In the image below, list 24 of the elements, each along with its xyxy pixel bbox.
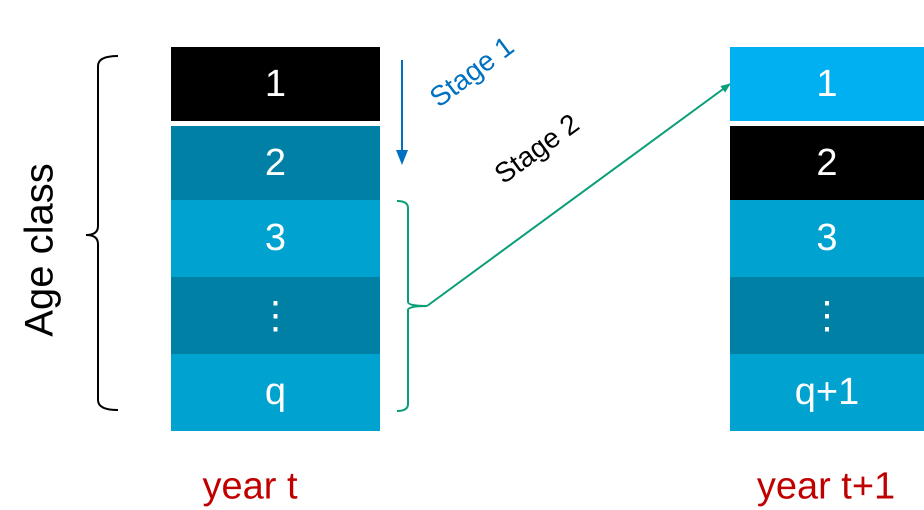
age-class-cell: [730, 126, 924, 200]
age-class-cell: [171, 200, 380, 277]
axis-label: Age class: [18, 163, 62, 337]
age-class-cell: [730, 47, 924, 121]
cell-number: ⋮: [256, 294, 294, 338]
age-class-cell: [730, 354, 924, 431]
age-class-cell: [171, 126, 380, 200]
cell-number: 3: [264, 217, 286, 260]
cell-number: 3: [816, 217, 838, 260]
age-class-cell: [171, 354, 380, 431]
cell-number: 2: [264, 142, 286, 184]
age-class-cell: [730, 200, 924, 277]
cell-number: 1: [264, 62, 286, 106]
age-class-cell: [171, 47, 380, 121]
cell-number: ⋮: [808, 294, 846, 338]
cell-number: 2: [816, 142, 838, 184]
cell-number: q+1: [794, 371, 860, 414]
cell-number: 1: [816, 62, 838, 106]
age-class-cell: [171, 277, 380, 354]
arrow: [426, 83, 731, 307]
age-class-cell: [730, 277, 924, 354]
year-label: year t: [202, 466, 298, 508]
cell-number: q: [264, 371, 286, 414]
year-label: year t+1: [756, 466, 896, 508]
